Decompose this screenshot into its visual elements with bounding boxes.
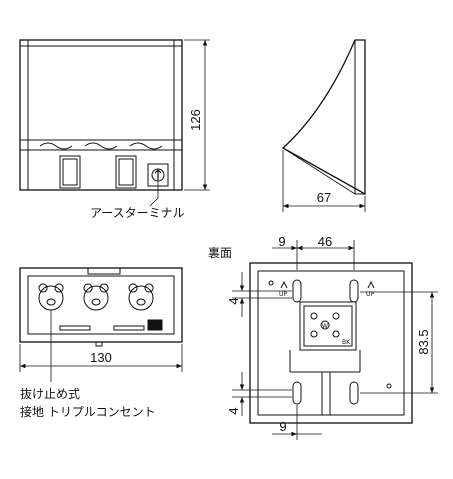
back-dim-lower-margin: 4 — [226, 407, 241, 414]
mark-bk: BK — [342, 339, 351, 346]
side-depth-dim: 67 — [317, 190, 331, 205]
back-dim-hole-spacing: 46 — [318, 234, 332, 249]
wiring-block — [299, 301, 357, 351]
mark-up-left: UP — [279, 291, 287, 298]
top-width-dim: 130 — [90, 350, 112, 365]
front-outer-body — [19, 39, 183, 191]
mark-ground: W — [322, 323, 328, 330]
outlet-socket-2 — [83, 283, 109, 311]
back-outer-body — [249, 262, 413, 424]
outlet-callout-line1: 抜け止め式 — [20, 387, 80, 401]
back-dim-left-offset: 9 — [278, 234, 285, 249]
outlet-callout-line2: 接地 トリプルコンセント — [20, 404, 156, 419]
earth-terminal-callout: アースターミナル — [90, 206, 185, 220]
front-height-dim: 126 — [188, 109, 203, 131]
top-outer-body — [19, 267, 183, 343]
outlet-socket-1 — [38, 283, 64, 311]
top-view — [19, 267, 183, 382]
back-dim-bottom-offset: 9 — [279, 419, 286, 434]
back-view — [232, 240, 438, 440]
front-view — [19, 39, 210, 207]
outlet-socket-3 — [128, 283, 154, 311]
side-view — [281, 39, 366, 212]
back-dim-upper-margin: 4 — [226, 297, 241, 304]
mark-up-right: UP — [366, 291, 374, 298]
side-profile — [281, 39, 366, 196]
back-dim-vertical-spacing: 83.5 — [416, 329, 431, 354]
back-view-label: 裏面 — [208, 245, 232, 260]
